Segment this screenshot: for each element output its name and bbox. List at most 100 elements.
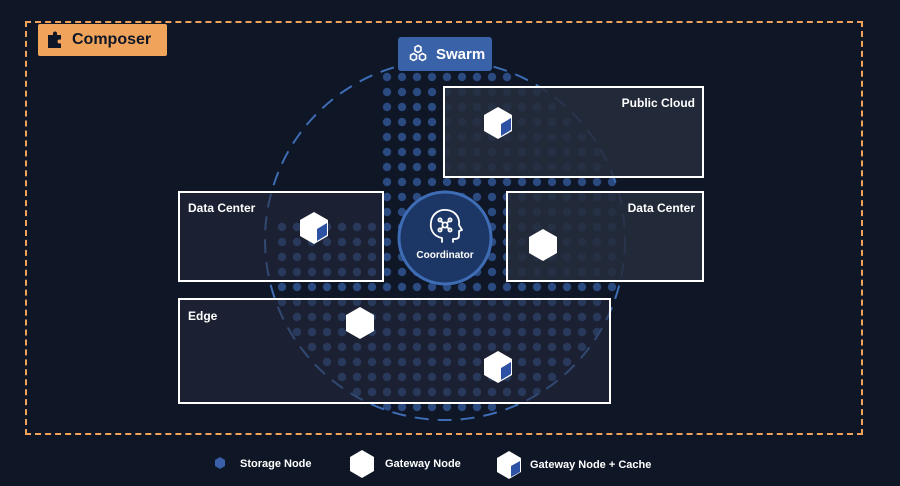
coordinator-node[interactable] (397, 190, 493, 286)
storage-node-dot (517, 177, 527, 187)
storage-node-dot (457, 282, 467, 292)
storage-node-dot (532, 177, 542, 187)
storage-node-dot (577, 282, 587, 292)
storage-node-dot (487, 72, 497, 82)
storage-node-dot (517, 282, 527, 292)
storage-node-dot (397, 132, 407, 142)
storage-node-dot (442, 177, 452, 187)
zone-label-public-cloud: Public Cloud (621, 96, 695, 110)
storage-node-dot (427, 117, 437, 127)
storage-node-dot (382, 117, 392, 127)
gateway-node[interactable] (346, 307, 374, 339)
storage-node-dot (562, 177, 572, 187)
storage-node-dot (472, 72, 482, 82)
storage-node-dot (562, 282, 572, 292)
storage-node-dot (472, 192, 482, 202)
gateway-cache-node[interactable] (484, 107, 512, 139)
storage-node-dot (322, 282, 332, 292)
storage-node-dot (397, 102, 407, 112)
legend-gateway-cache: Gateway Node + Cache (530, 459, 652, 471)
storage-node-dot (382, 87, 392, 97)
storage-node-dot (397, 192, 407, 202)
storage-node-dot (412, 72, 422, 82)
storage-node-dot (397, 147, 407, 157)
storage-node-dot (292, 282, 302, 292)
storage-node-dot (382, 177, 392, 187)
storage-node-dot (427, 72, 437, 82)
storage-node-dot (502, 282, 512, 292)
storage-node-dot (397, 267, 407, 277)
legend-gateway-node: Gateway Node (385, 458, 461, 470)
zone-edge (178, 298, 611, 404)
composer-label: Composer (72, 31, 152, 48)
storage-node-dot (457, 72, 467, 82)
swarm-label: Swarm (436, 45, 486, 63)
storage-node-dot (427, 102, 437, 112)
zone-label-data-center-right: Data Center (627, 201, 695, 215)
storage-node-dot (442, 72, 452, 82)
storage-node-dot (592, 282, 602, 292)
storage-node-dot (382, 237, 392, 247)
legend-storage-node-icon (215, 457, 225, 469)
storage-node-dot (382, 207, 392, 217)
zone-label-data-center-left: Data Center (188, 201, 256, 215)
storage-node-dot (397, 162, 407, 172)
storage-node-dot (412, 177, 422, 187)
storage-node-dot (487, 192, 497, 202)
storage-node-dot (472, 177, 482, 187)
storage-node-dot (382, 282, 392, 292)
storage-node-dot (382, 147, 392, 157)
storage-node-dot (427, 132, 437, 142)
storage-node-dot (607, 282, 617, 292)
gateway-cache-node[interactable] (300, 212, 328, 244)
gateway-cache-node[interactable] (484, 351, 512, 383)
storage-node-dot (427, 147, 437, 157)
storage-node-dot (382, 102, 392, 112)
storage-node-dot (427, 282, 437, 292)
storage-node-dot (427, 87, 437, 97)
storage-node-dot (397, 87, 407, 97)
storage-node-dot (412, 402, 422, 412)
storage-node-dot (412, 282, 422, 292)
storage-node-dot (487, 402, 497, 412)
zone-data-center-left (178, 191, 384, 282)
storage-node-dot (502, 72, 512, 82)
legend-storage-node: Storage Node (240, 458, 312, 470)
storage-node-dot (547, 177, 557, 187)
storage-node-dot (412, 117, 422, 127)
storage-node-dot (487, 252, 497, 262)
storage-node-dot (412, 102, 422, 112)
storage-node-dot (382, 72, 392, 82)
storage-node-dot (277, 282, 287, 292)
storage-node-dot (382, 252, 392, 262)
storage-node-dot (457, 402, 467, 412)
storage-node-dot (397, 177, 407, 187)
storage-node-dot (412, 162, 422, 172)
storage-node-dot (472, 402, 482, 412)
storage-node-dot (472, 282, 482, 292)
storage-node-dot (412, 132, 422, 142)
storage-node-dot (427, 402, 437, 412)
storage-node-dot (352, 282, 362, 292)
storage-node-dot (427, 162, 437, 172)
puzzle-piece-icon (48, 31, 61, 48)
storage-node-dot (382, 222, 392, 232)
zone-label-edge: Edge (188, 309, 218, 323)
storage-node-dot (487, 282, 497, 292)
storage-node-dot (382, 132, 392, 142)
storage-node-dot (532, 282, 542, 292)
legend-gateway-cache-icon (497, 451, 521, 479)
gateway-node[interactable] (529, 229, 557, 261)
storage-node-dot (457, 177, 467, 187)
storage-node-dot (307, 282, 317, 292)
storage-node-dot (382, 267, 392, 277)
storage-node-dot (382, 162, 392, 172)
storage-node-dot (397, 282, 407, 292)
storage-node-dot (487, 207, 497, 217)
storage-node-dot (367, 282, 377, 292)
legend-gateway-node-icon (350, 450, 374, 478)
storage-node-dot (442, 402, 452, 412)
storage-node-dot (427, 177, 437, 187)
storage-node-dot (577, 177, 587, 187)
